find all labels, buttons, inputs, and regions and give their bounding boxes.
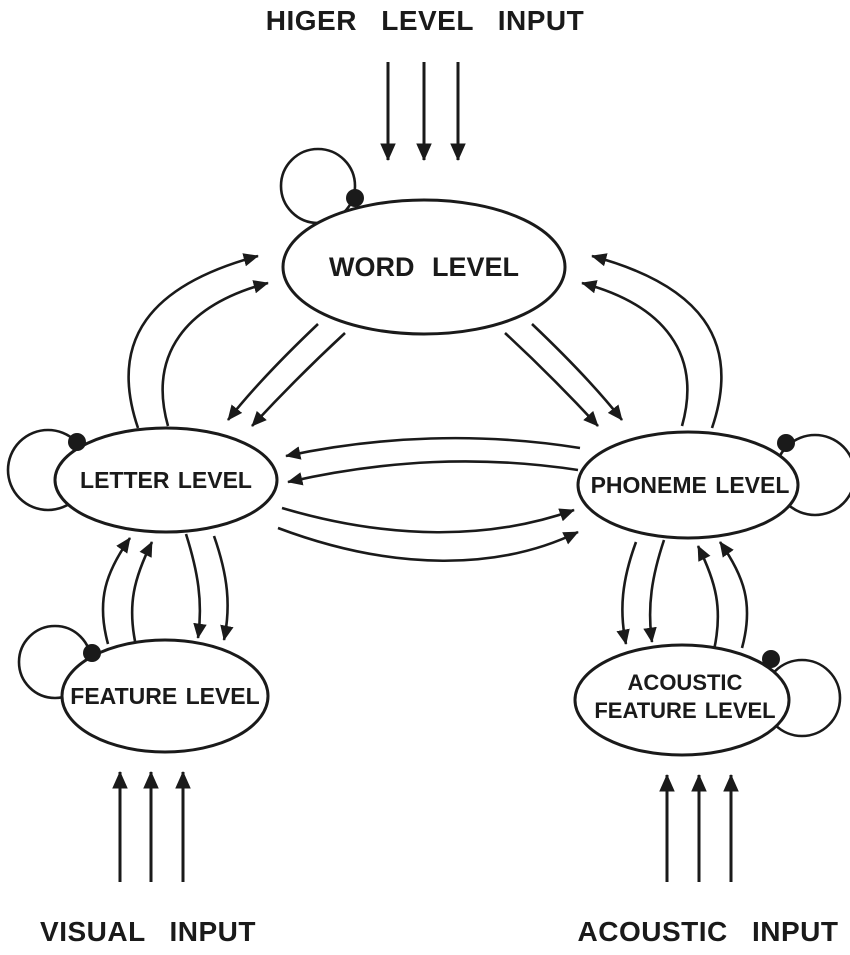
phoneme-level-label: PHONEME LEVEL — [591, 472, 790, 498]
acoustic-input-label: ACOUSTIC INPUT — [578, 916, 839, 947]
acoustic-feature-loop-dot — [762, 650, 780, 668]
letter-level-node — [53, 426, 279, 534]
word-letter-connections — [127, 253, 346, 429]
feature-level-node — [60, 638, 270, 754]
self-loop-dots — [68, 189, 795, 668]
acoustic-feature-level-label-line2: FEATURE LEVEL — [594, 698, 775, 723]
phoneme-level-node — [576, 430, 800, 540]
phoneme-acoustic-feature-connections — [616, 539, 749, 651]
acoustic-feature-level-node — [573, 643, 791, 757]
higher-level-input-arrows — [380, 62, 466, 161]
letter-loop-dot — [68, 433, 86, 451]
letter-level-label: LETTER LEVEL — [80, 467, 252, 493]
acoustic-input-arrows — [659, 774, 739, 882]
acoustic-feature-level-label-line1: ACOUSTIC — [628, 670, 743, 695]
word-level-node — [281, 198, 567, 336]
visual-input-arrows — [112, 771, 191, 882]
letter-phoneme-connections — [277, 436, 581, 563]
word-level-label: WORD LEVEL — [329, 252, 519, 282]
letter-feature-connections — [101, 533, 234, 647]
word-phoneme-connections — [504, 253, 723, 429]
feature-level-label: FEATURE LEVEL — [70, 683, 259, 709]
feature-loop-dot — [83, 644, 101, 662]
word-loop-dot — [346, 189, 364, 207]
higher-level-input-label: HIGER LEVEL INPUT — [266, 5, 584, 36]
visual-input-label: VISUAL INPUT — [40, 916, 256, 947]
phoneme-loop-dot — [777, 434, 795, 452]
